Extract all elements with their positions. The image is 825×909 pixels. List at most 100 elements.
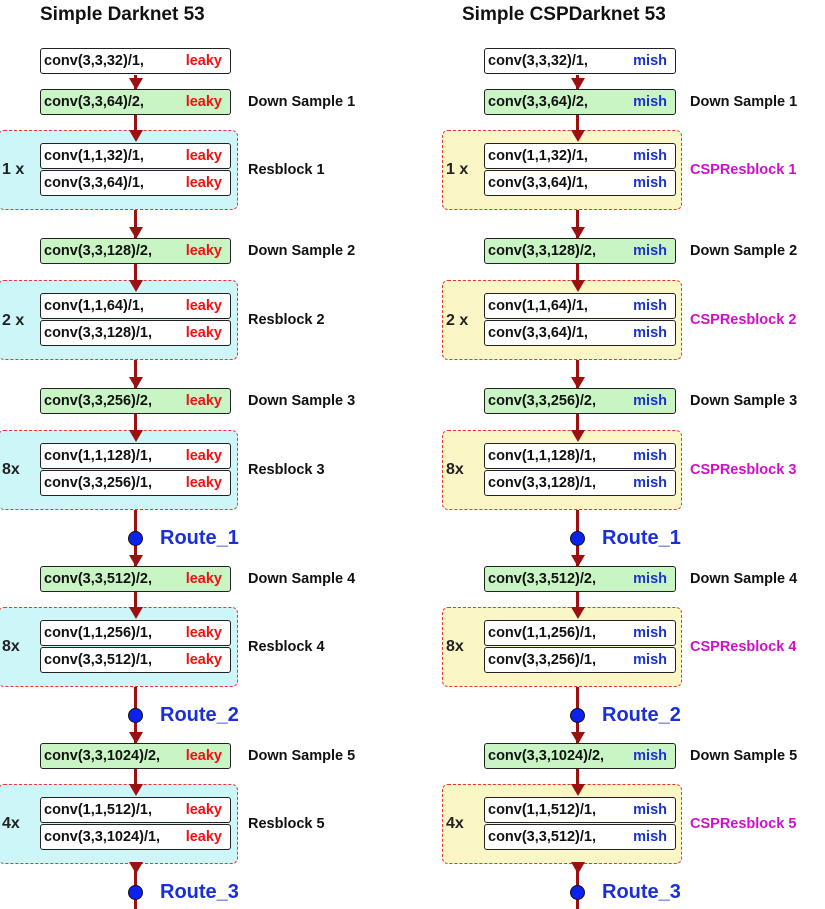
activation-label: mish	[633, 652, 667, 668]
cspresblock-label: CSPResblock 5	[690, 816, 797, 832]
conv-text: conv(3,3,64)/2,	[488, 94, 588, 110]
conv-text: conv(1,1,256)/1,	[488, 625, 596, 641]
resblock-conv: conv(1,1,128)/1, mish	[484, 443, 676, 469]
repeat-count: 4x	[446, 815, 464, 832]
activation-label: mish	[633, 175, 667, 191]
conv-text: conv(3,3,1024)/1,	[44, 829, 161, 845]
arrow-head	[129, 227, 143, 239]
repeat-count: 4x	[2, 815, 20, 832]
conv-text: conv(1,1,512)/1,	[488, 802, 596, 818]
resblock-conv: conv(3,3,64)/1, mish	[484, 320, 676, 346]
conv-text: conv(3,3,256)/2,	[488, 393, 596, 409]
conv-text: conv(3,3,512)/2,	[488, 571, 596, 587]
resblock-conv: conv(1,1,32)/1, leaky	[40, 143, 231, 169]
conv-text: conv(3,3,256)/2,	[44, 393, 152, 409]
downsample-label: Down Sample 3	[248, 393, 356, 409]
activation-label: mish	[633, 53, 667, 69]
arrow-head	[129, 555, 143, 567]
downsample-label: Down Sample 5	[690, 748, 798, 764]
downsample-block: conv(3,3,1024)/2, leaky	[40, 743, 231, 769]
arrow-head	[129, 732, 143, 744]
activation-label: leaky	[185, 94, 222, 110]
activation-label: mish	[633, 393, 667, 409]
route-node	[570, 885, 585, 900]
arrow-head	[571, 607, 585, 619]
resblock-conv: conv(1,1,256)/1, mish	[484, 620, 676, 646]
activation-label: leaky	[185, 802, 222, 818]
arrow-head	[129, 78, 143, 90]
activation-label: leaky	[185, 829, 222, 845]
activation-label: leaky	[185, 625, 222, 641]
conv-text: conv(3,3,64)/1,	[44, 175, 144, 191]
arrow-head	[571, 430, 585, 442]
resblock-conv: conv(3,3,512)/1, leaky	[40, 647, 231, 673]
activation-label: mish	[633, 298, 667, 314]
conv-text: conv(3,3,256)/1,	[488, 652, 596, 668]
arrow-head	[571, 784, 585, 796]
route-label: Route_2	[160, 704, 239, 726]
resblock-conv: conv(3,3,256)/1, leaky	[40, 470, 231, 496]
activation-label: leaky	[185, 571, 222, 587]
activation-label: leaky	[185, 243, 222, 259]
cspresblock-label: CSPResblock 1	[690, 162, 797, 178]
activation-label: mish	[633, 802, 667, 818]
conv-text: conv(3,3,32)/1,	[44, 53, 144, 69]
downsample-block: conv(3,3,64)/2, leaky	[40, 89, 231, 115]
conv-text: conv(3,3,64)/2,	[44, 94, 144, 110]
arrow-head	[129, 430, 143, 442]
downsample-label: Down Sample 3	[690, 393, 798, 409]
downsample-label: Down Sample 5	[248, 748, 356, 764]
route-node	[128, 531, 143, 546]
activation-label: leaky	[185, 325, 222, 341]
activation-label: leaky	[185, 298, 222, 314]
resblock-conv: conv(1,1,512)/1, leaky	[40, 797, 231, 823]
resblock-conv: conv(3,3,512)/1, mish	[484, 824, 676, 850]
activation-label: leaky	[185, 393, 222, 409]
arrow-head	[571, 280, 585, 292]
conv-text: conv(1,1,32)/1,	[488, 148, 588, 164]
arrow-head	[571, 555, 585, 567]
column-title: Simple Darknet 53	[40, 4, 205, 25]
cspresblock-label: CSPResblock 2	[690, 312, 797, 328]
repeat-count: 8x	[2, 638, 20, 655]
downsample-label: Down Sample 2	[248, 243, 356, 259]
route-node	[128, 708, 143, 723]
downsample-block: conv(3,3,256)/2, leaky	[40, 388, 231, 414]
resblock-conv: conv(1,1,128)/1, leaky	[40, 443, 231, 469]
activation-label: leaky	[185, 53, 222, 69]
activation-label: leaky	[185, 448, 222, 464]
conv-text: conv(3,3,512)/1,	[44, 652, 152, 668]
activation-label: mish	[633, 94, 667, 110]
route-node	[570, 708, 585, 723]
resblock-conv: conv(1,1,64)/1, leaky	[40, 293, 231, 319]
downsample-block: conv(3,3,1024)/2, mish	[484, 743, 676, 769]
conv-text: conv(1,1,64)/1,	[488, 298, 588, 314]
route-label: Route_1	[602, 527, 681, 549]
conv-text: conv(1,1,512)/1,	[44, 802, 152, 818]
conv-text: conv(1,1,128)/1,	[488, 448, 596, 464]
downsample-block: conv(3,3,128)/2, mish	[484, 238, 676, 264]
resblock-conv: conv(3,3,128)/1, leaky	[40, 320, 231, 346]
downsample-block: conv(3,3,128)/2, leaky	[40, 238, 231, 264]
arrow-head	[129, 784, 143, 796]
activation-label: leaky	[185, 475, 222, 491]
resblock-conv: conv(1,1,256)/1, leaky	[40, 620, 231, 646]
conv-text: conv(3,3,1024)/2,	[44, 748, 161, 764]
conv-text: conv(3,3,32)/1,	[488, 53, 588, 69]
conv-text: conv(3,3,64)/1,	[488, 175, 588, 191]
cspresblock-label: CSPResblock 3	[690, 462, 797, 478]
activation-label: mish	[633, 571, 667, 587]
route-label: Route_3	[160, 881, 239, 903]
resblock-conv: conv(3,3,256)/1, mish	[484, 647, 676, 673]
resblock-conv: conv(1,1,32)/1, mish	[484, 143, 676, 169]
arrow-head	[129, 862, 143, 874]
conv-text: conv(3,3,128)/1,	[44, 325, 152, 341]
first-conv-block: conv(3,3,32)/1, mish	[484, 48, 676, 74]
conv-text: conv(3,3,128)/2,	[488, 243, 596, 259]
cspresblock-label: CSPResblock 4	[690, 639, 797, 655]
resblock-conv: conv(3,3,128)/1, mish	[484, 470, 676, 496]
resblock-label: Resblock 3	[248, 462, 325, 478]
conv-text: conv(3,3,512)/1,	[488, 829, 596, 845]
activation-label: leaky	[185, 148, 222, 164]
repeat-count: 8x	[446, 461, 464, 478]
